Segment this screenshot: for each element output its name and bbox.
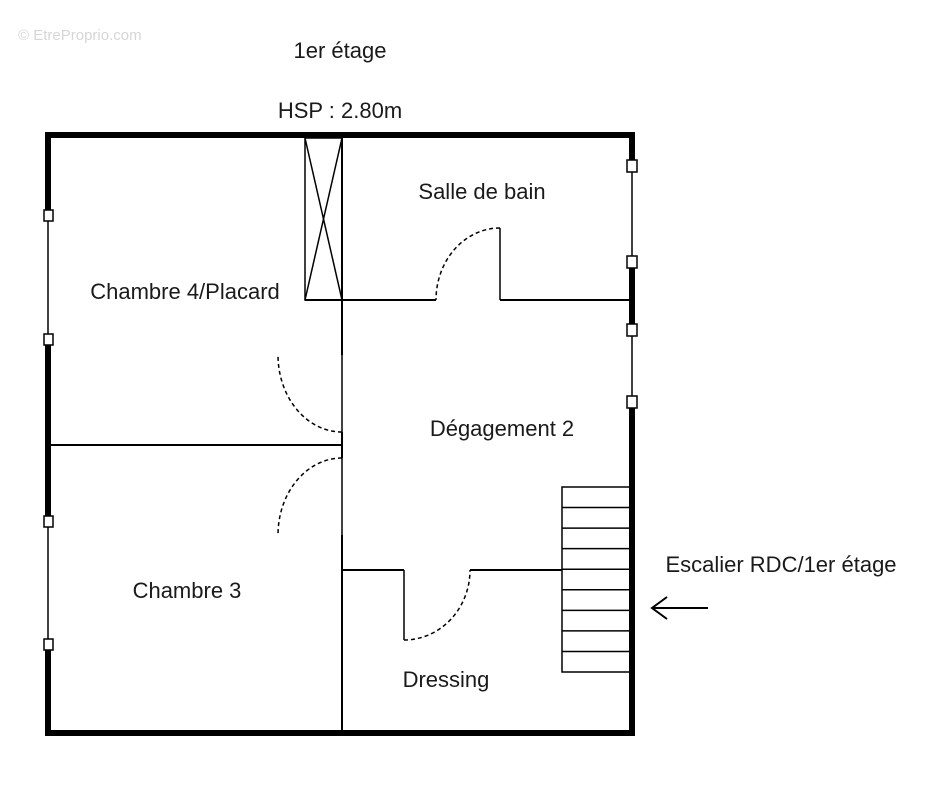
door-chambre3 (277, 457, 343, 536)
room-label-chambre4: Chambre 4/Placard (90, 279, 280, 304)
floor-title: 1er étage (294, 38, 387, 63)
door-salle-de-bain (435, 227, 501, 301)
ceiling-height: HSP : 2.80m (278, 98, 402, 123)
window-left-bottom (43, 515, 54, 651)
stairs-outline (561, 486, 633, 673)
stairs-label: Escalier RDC/1er étage (665, 552, 896, 577)
staircase (561, 486, 633, 673)
room-label-chambre3: Chambre 3 (133, 578, 242, 603)
door-chambre4 (277, 354, 343, 433)
watermark: © EtreProprio.com (18, 27, 142, 44)
window-right-middle (626, 323, 638, 409)
room-label-dressing: Dressing (403, 667, 490, 692)
door-dressing (403, 569, 471, 641)
arrow-left-icon (650, 596, 708, 620)
doors (277, 227, 501, 641)
placard-closet (304, 137, 343, 301)
window-left-top (43, 209, 54, 346)
window-right-top (626, 159, 638, 269)
room-label-degagement: Dégagement 2 (430, 416, 574, 441)
windows (43, 159, 638, 651)
room-label-salle-de-bain: Salle de bain (418, 179, 545, 204)
